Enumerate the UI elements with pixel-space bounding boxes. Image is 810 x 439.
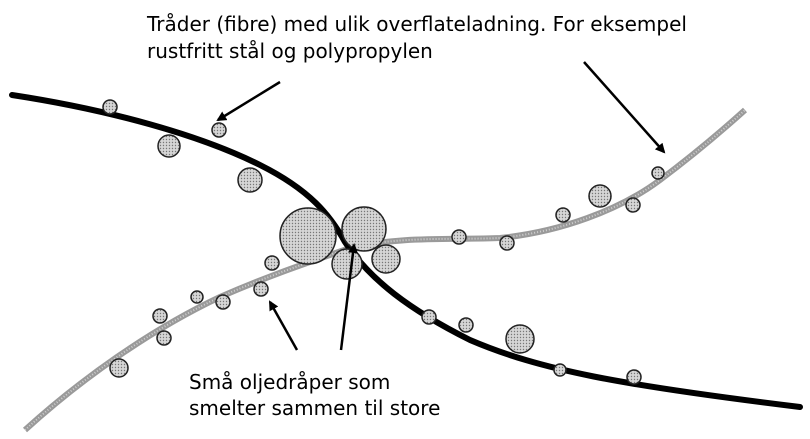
arrow-to-large-droplet bbox=[339, 243, 358, 351]
droplet bbox=[341, 206, 387, 252]
fibres-caption-line1: Tråder (fibre) med ulik overflateladning… bbox=[147, 12, 687, 36]
droplet bbox=[553, 363, 567, 377]
droplet bbox=[264, 255, 280, 271]
droplet bbox=[109, 358, 129, 378]
arrow-to-polypropylene-fibre bbox=[583, 61, 666, 154]
droplet bbox=[215, 294, 231, 310]
droplet bbox=[499, 235, 515, 251]
droplet bbox=[211, 122, 227, 138]
droplets-caption-line2: smelter sammen til store bbox=[189, 396, 441, 420]
droplet bbox=[505, 324, 535, 354]
droplet bbox=[451, 229, 467, 245]
arrow-to-steel-fibre bbox=[216, 80, 281, 122]
fibres-caption-line2: rustfritt stål og polypropylen bbox=[147, 39, 433, 63]
droplet bbox=[190, 290, 204, 304]
steel-fibre bbox=[9, 92, 803, 410]
droplet bbox=[237, 167, 263, 193]
annotation-arrows bbox=[216, 61, 666, 351]
droplet bbox=[588, 184, 612, 208]
droplet bbox=[458, 317, 474, 333]
droplet bbox=[156, 330, 172, 346]
droplets-caption-line1: Små oljedråper som bbox=[189, 370, 391, 394]
droplet bbox=[157, 134, 181, 158]
droplet bbox=[152, 308, 168, 324]
droplet bbox=[555, 207, 571, 223]
droplet bbox=[331, 248, 363, 280]
oil-droplets bbox=[102, 99, 665, 385]
droplet bbox=[626, 369, 642, 385]
droplet bbox=[102, 99, 118, 115]
droplet bbox=[279, 207, 337, 265]
droplet bbox=[371, 244, 401, 274]
droplet bbox=[625, 197, 641, 213]
droplet bbox=[651, 166, 665, 180]
arrow-to-small-droplet bbox=[268, 300, 299, 351]
droplet bbox=[253, 281, 269, 297]
droplet bbox=[421, 309, 437, 325]
polypropylene-fibre bbox=[22, 107, 748, 433]
